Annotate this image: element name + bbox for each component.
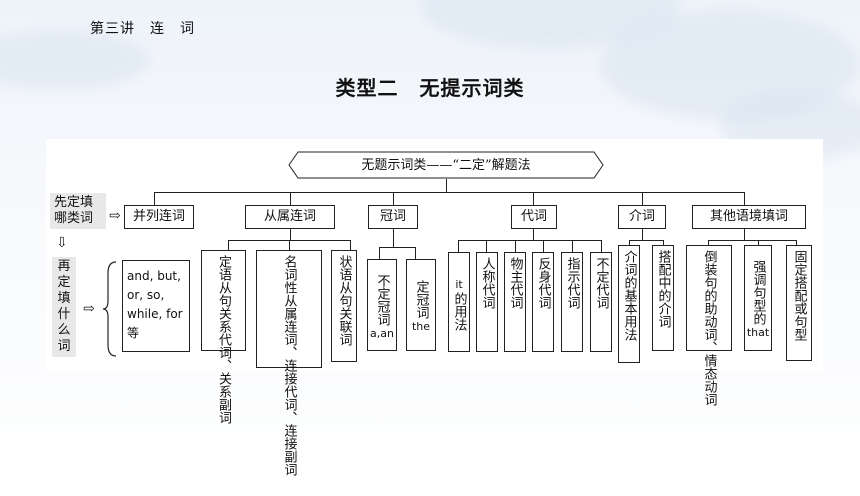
banner-shape [288, 151, 604, 179]
connector [533, 192, 534, 205]
leaf-reflexive-pronoun: 反身代词 [532, 252, 554, 352]
leaf-nominal-clause: 名词性从属连词、连接代词、连接副词 [256, 250, 322, 476]
connector [543, 240, 544, 252]
connector [289, 240, 290, 250]
connector [629, 240, 663, 241]
connector [744, 192, 745, 205]
coordinating-examples: and, but, or, so, while, for等 [122, 260, 190, 352]
connector [629, 240, 630, 245]
section-title: 类型二 无提示词类 [335, 76, 525, 100]
arrow-down-icon: ⇩ [56, 235, 68, 251]
leaf-it-usage: it 的用法 [448, 252, 470, 352]
leaf-fixed-collocation: 固定搭配或句型 [786, 245, 812, 361]
category-pronoun: 代词 [511, 205, 557, 229]
connector [290, 229, 291, 240]
connector [379, 247, 380, 259]
category-coordinating: 并列连词 [124, 205, 194, 229]
connector [228, 240, 229, 250]
category-other: 其他语境填词 [692, 205, 806, 229]
leaf-possessive-pronoun: 物主代词 [504, 252, 526, 352]
connector [393, 229, 394, 247]
leaf-demonstrative-pronoun: 指示代词 [561, 252, 583, 352]
leaf-inversion-auxiliary: 倒装句的助动词、情态动词 [686, 245, 732, 406]
left-brace [102, 261, 117, 357]
conjunction-diagram: 无题示词类——“二定”解题法 先定填 哪类词 ⇨ ⇩ 再 定 填 什 么 词 ⇨ [46, 139, 823, 476]
step-one-label: 先定填 哪类词 [50, 193, 106, 229]
connector [290, 192, 291, 205]
connector [458, 240, 459, 252]
connector [415, 247, 416, 259]
leaf-indefinite-pronoun: 不定代词 [590, 252, 612, 352]
leaf-preposition-basic: 介词的基本用法 [618, 245, 640, 363]
connector [379, 247, 415, 248]
connector-top [154, 192, 744, 193]
arrow-right-icon: ⇨ [109, 208, 121, 224]
connector [393, 192, 394, 205]
leaf-definite-article: 定冠词 the [406, 259, 436, 351]
connector [486, 240, 487, 252]
connector [642, 192, 643, 205]
connector [154, 192, 155, 205]
connector [458, 240, 601, 241]
leaf-personal-pronoun: 人称代词 [476, 252, 498, 352]
category-preposition: 介词 [618, 205, 666, 229]
category-article: 冠词 [368, 205, 418, 229]
connector [708, 240, 796, 241]
connector [758, 240, 759, 245]
connector [572, 240, 573, 252]
leaf-indefinite-article: 不定冠词 a,an [367, 259, 397, 351]
connector [515, 240, 516, 252]
leaf-emphatic-that: 强调句型的 that [744, 245, 772, 351]
leaf-preposition-collocation: 搭配中的介词 [652, 245, 674, 351]
connector [601, 240, 602, 252]
arrow-right-icon: ⇨ [83, 301, 95, 317]
banner-text: 无题示词类——“二定”解题法 [361, 158, 531, 173]
connector [796, 240, 797, 245]
connector [744, 229, 745, 240]
connector [708, 240, 709, 245]
connector [642, 229, 643, 240]
step-two-label: 再 定 填 什 么 词 [52, 257, 76, 357]
connector [533, 229, 534, 240]
leaf-adverbial-clause: 状语从句关联词 [331, 250, 357, 362]
background-cloud [0, 30, 150, 90]
connector-banner [446, 179, 447, 192]
category-subordinating: 从属连词 [245, 205, 335, 229]
leaf-relative-clause: 定语从句关系代词、关系副词 [201, 250, 246, 424]
lesson-header: 第三讲 连 词 [90, 21, 195, 37]
connector [663, 240, 664, 245]
connector [350, 240, 351, 250]
